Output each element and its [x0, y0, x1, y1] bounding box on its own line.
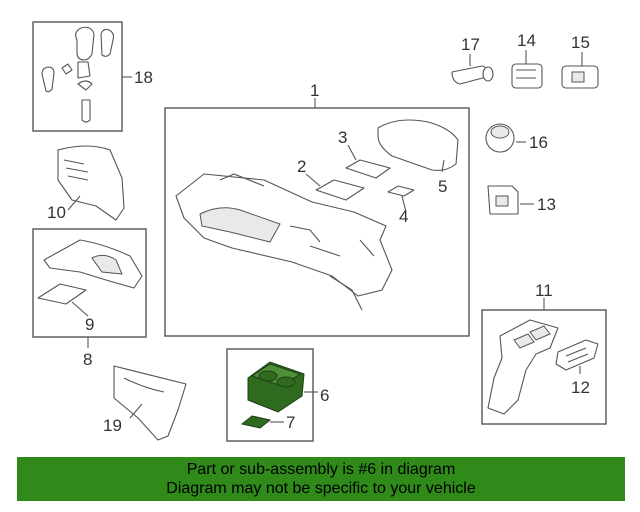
- finisher-panel-part: [43, 239, 143, 289]
- bezel-part: [57, 145, 125, 221]
- callout-14[interactable]: 14: [517, 31, 536, 50]
- console-shadow: [199, 207, 281, 243]
- shift-knob-part: [81, 99, 91, 123]
- armrest-lid-part: [377, 119, 459, 171]
- part-group-10[interactable]: 10: [47, 145, 125, 222]
- console-detail: [219, 173, 375, 311]
- outlet-cap: [482, 66, 494, 82]
- part-group-13[interactable]: 13: [487, 185, 556, 215]
- part-box-8: [32, 228, 147, 338]
- leader-line: [67, 195, 81, 211]
- callout-17[interactable]: 17: [461, 35, 480, 54]
- part-group-18[interactable]: 18: [32, 21, 153, 132]
- switch-bezel-part: [555, 339, 599, 371]
- part-group-6[interactable]: 6 7: [226, 348, 329, 442]
- socket-top: [490, 125, 510, 139]
- shift-knob-part: [77, 61, 91, 79]
- callout-19[interactable]: 19: [103, 416, 122, 435]
- part-box-11: [481, 309, 607, 425]
- banner-line-2: Diagram may not be specific to your vehi…: [166, 480, 476, 497]
- panel-part: [487, 319, 559, 415]
- callout-16[interactable]: 16: [529, 133, 548, 152]
- detail-lines: [63, 159, 89, 181]
- shift-knob-part: [100, 28, 115, 57]
- part-box-6: [226, 348, 314, 442]
- shift-knob-part: [77, 80, 93, 91]
- part-group-15[interactable]: 15: [561, 33, 599, 89]
- callout-18[interactable]: 18: [134, 68, 153, 87]
- callout-4[interactable]: 4: [399, 207, 408, 226]
- cup-opening: [258, 370, 278, 382]
- cup-holder-mat-part: [240, 415, 272, 429]
- detail-lines: [123, 377, 165, 393]
- leader-line: [347, 144, 357, 161]
- jack-port: [495, 195, 509, 207]
- callout-7[interactable]: 7: [286, 413, 295, 432]
- panel-vent: [513, 333, 535, 349]
- leader-line: [441, 159, 445, 173]
- callout-10[interactable]: 10: [47, 203, 66, 222]
- shift-knob-part: [61, 63, 73, 75]
- callout-3[interactable]: 3: [338, 128, 347, 147]
- callout-15[interactable]: 15: [571, 33, 590, 52]
- side-panel-part: [113, 365, 187, 441]
- leader-line: [305, 173, 321, 187]
- callout-6[interactable]: 6: [320, 386, 329, 405]
- tray-part: [345, 159, 391, 179]
- shift-knob-part: [75, 26, 95, 61]
- part-group-8[interactable]: 9 8: [32, 228, 147, 369]
- leader-line: [401, 195, 407, 213]
- callout-2[interactable]: 2: [297, 157, 306, 176]
- clip-part: [387, 185, 415, 197]
- switch-part: [511, 63, 543, 89]
- callout-9[interactable]: 9: [85, 315, 94, 334]
- part-group-14[interactable]: 14: [511, 31, 543, 89]
- part-group-19[interactable]: 19: [103, 365, 187, 441]
- part-box-1: [164, 107, 470, 337]
- part-group-11[interactable]: 11 12: [481, 281, 607, 425]
- callout-1[interactable]: 1: [310, 81, 319, 100]
- panel-vent: [529, 325, 551, 341]
- finisher-opening: [91, 254, 123, 275]
- callout-5[interactable]: 5: [438, 177, 447, 196]
- switch-button: [571, 71, 585, 83]
- part-group-1[interactable]: 1 2 3 4 5: [164, 81, 470, 337]
- console-body-part: [175, 173, 393, 297]
- callout-8[interactable]: 8: [83, 350, 92, 369]
- banner-line-1: Part or sub-assembly is #6 in diagram: [186, 461, 456, 478]
- info-banner: Part or sub-assembly is #6 in diagram Di…: [17, 457, 625, 501]
- mat-part: [315, 179, 365, 201]
- cup-opening: [276, 376, 296, 388]
- detail-lines: [516, 69, 536, 79]
- part-group-16[interactable]: 16: [485, 123, 548, 153]
- leader-line: [129, 403, 143, 419]
- detail-lines: [565, 347, 589, 363]
- insert-part: [37, 283, 87, 305]
- callout-13[interactable]: 13: [537, 195, 556, 214]
- leader-line: [71, 301, 89, 317]
- part-group-17[interactable]: 17: [451, 35, 494, 85]
- callout-12[interactable]: 12: [571, 378, 590, 397]
- shift-knob-part: [41, 66, 55, 93]
- callout-11[interactable]: 11: [535, 281, 553, 300]
